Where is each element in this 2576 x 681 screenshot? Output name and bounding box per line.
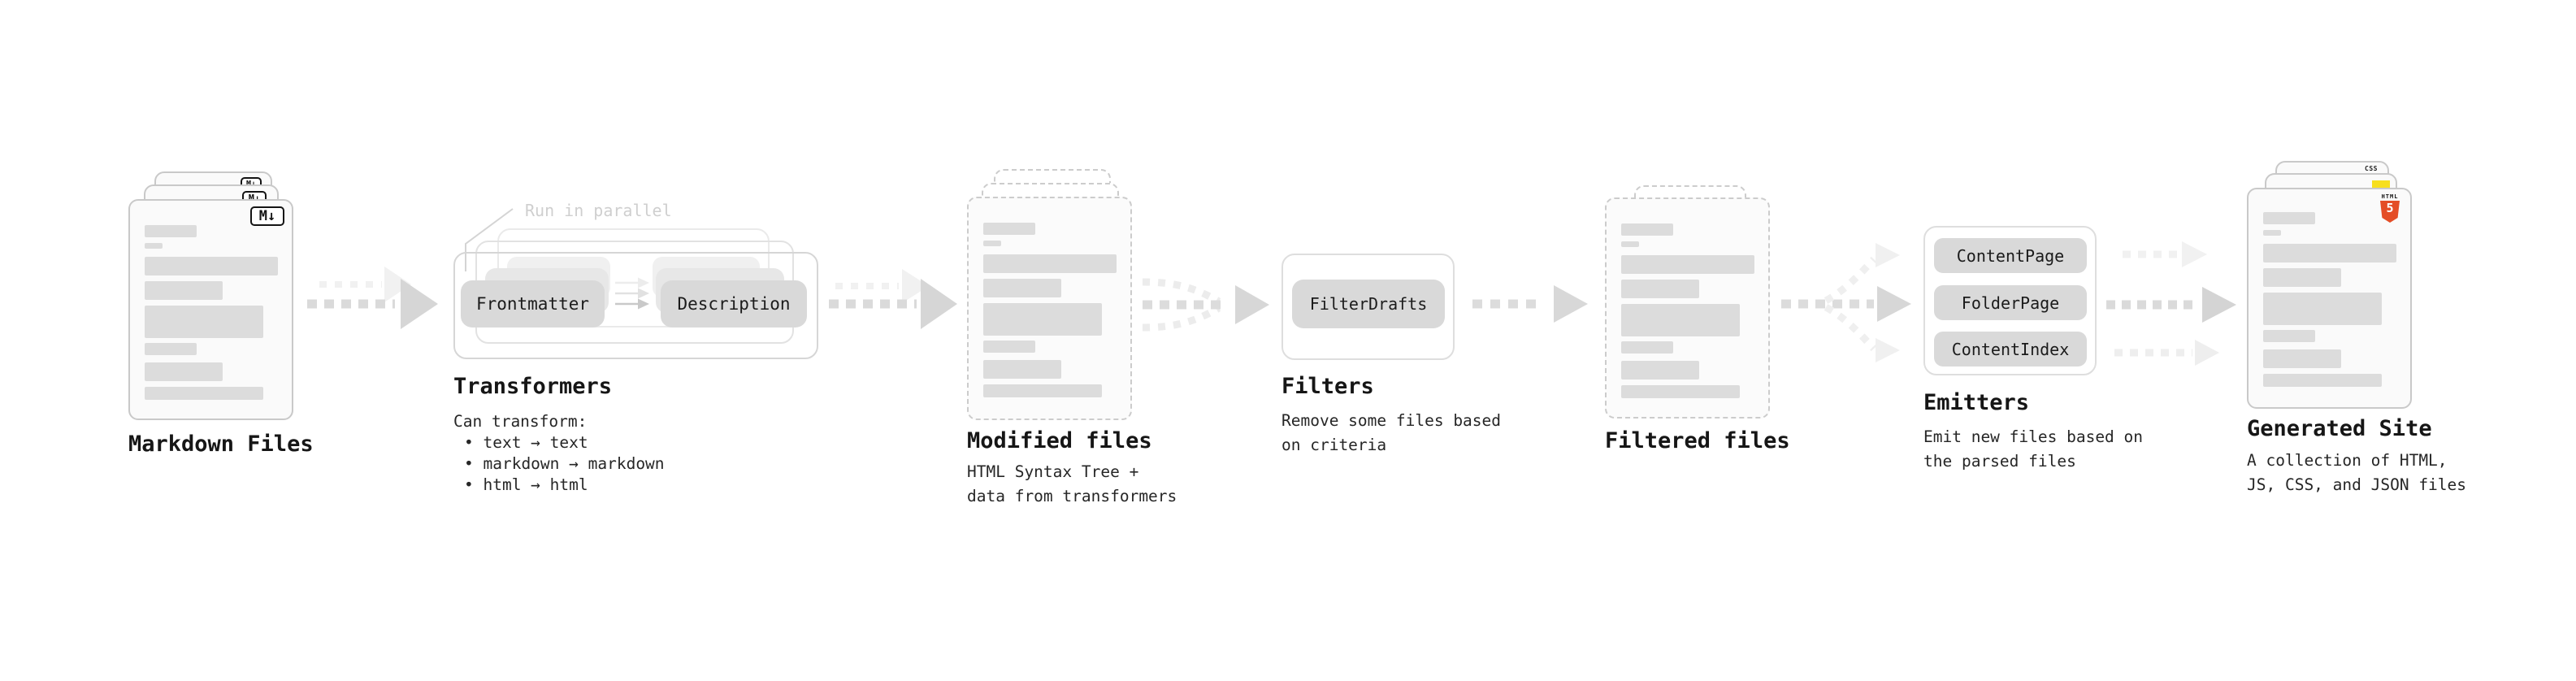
arrow-transformers-to-modified [829, 269, 957, 329]
arrow-filters-to-filtered [1472, 285, 1588, 323]
arrow-modified-to-filters [1142, 278, 1269, 332]
transformer-parallel-arrows [615, 277, 649, 310]
arrow-emitters-to-generated [2106, 241, 2236, 366]
arrow-markdown-to-transformers [307, 267, 438, 329]
run-in-parallel-callout-line [465, 208, 514, 271]
arrow-filtered-to-emitters [1781, 243, 1911, 362]
